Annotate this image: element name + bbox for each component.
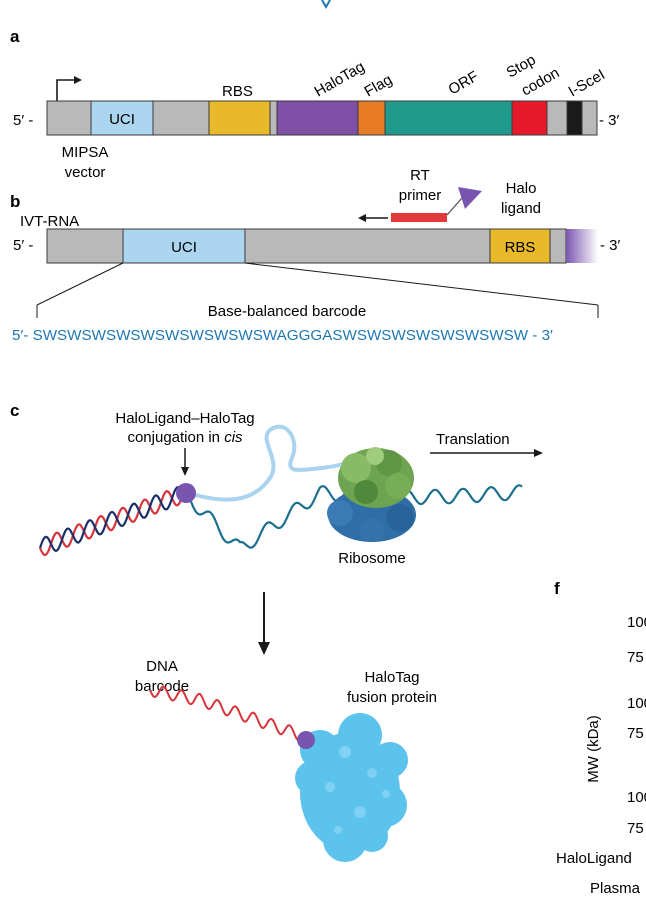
five-prime-a: 5′ - — [13, 112, 33, 129]
top-crop-remnant — [321, 0, 331, 10]
barcode-title: Base-balanced barcode — [208, 303, 366, 320]
segment-gray-4 — [546, 100, 568, 136]
segment-rbs-a — [208, 100, 271, 136]
segment-gray-3 — [269, 100, 278, 136]
segment-halotag — [276, 100, 359, 136]
rna-gray-2 — [244, 228, 491, 264]
segment-orf — [384, 100, 513, 136]
ivt-rna-label: IVT-RNA — [20, 213, 79, 230]
row-label-plasma: Plasma — [590, 880, 641, 897]
panel-a-letter: a — [10, 27, 20, 46]
panel-b-letter: b — [10, 192, 20, 211]
mw-tick-75-3: 75 — [627, 820, 644, 837]
conjugation-label-2: conjugation in cis — [127, 429, 243, 446]
ribosome-label: Ribosome — [338, 550, 406, 567]
translation-label: Translation — [436, 431, 510, 448]
halo-ligand-tag-icon — [176, 483, 196, 503]
conjugation-label-2-main: conjugation in — [127, 429, 220, 446]
conjugated-ligand-icon — [297, 731, 315, 749]
protein-texture — [325, 746, 390, 834]
halotag-fusion-protein-icon — [295, 713, 408, 862]
mw-tick-75-2: 75 — [627, 725, 644, 742]
promoter-arrowhead-icon — [74, 76, 82, 84]
three-prime-b: - 3′ — [600, 237, 621, 254]
rna-rbs — [489, 228, 551, 264]
nascent-peptide — [190, 424, 362, 502]
dna-strand-navy — [38, 485, 183, 553]
vector-label-2: vector — [65, 164, 106, 181]
dna-double-helix — [38, 485, 184, 557]
mw-axis-label: MW (kDa) — [585, 715, 602, 783]
rbs-label-b: RBS — [505, 239, 536, 256]
rt-primer-bar — [391, 213, 447, 222]
dna-barcode-strand — [149, 685, 303, 742]
segment-isce — [566, 100, 583, 136]
process-arrowhead-icon — [258, 642, 270, 655]
barcode-sequence: 5′- SWSWSWSWSWSWSWSWSWSWAGGGASWSWSWSWSWS… — [12, 327, 553, 344]
conjugation-label-cis: cis — [224, 429, 243, 446]
rt-primer-label-1: RT — [410, 167, 430, 184]
rt-primer-label-2: primer — [399, 187, 442, 204]
orf-label: ORF — [446, 68, 482, 99]
translation-arrowhead-icon — [534, 449, 543, 457]
promoter-arrow-icon — [56, 79, 78, 101]
fusion-protein-label-2: fusion protein — [347, 689, 437, 706]
rna-gray-3 — [549, 228, 567, 264]
panel-f-letter: f — [554, 579, 560, 598]
isce-label: I-SceI — [566, 66, 608, 100]
halotag-label: HaloTag — [312, 58, 368, 100]
mw-tick-100-2: 100 — [627, 695, 646, 712]
ribosome-icon — [327, 447, 416, 542]
rna-bar — [46, 228, 567, 264]
segment-flag — [357, 100, 386, 136]
row-label-haloligand: HaloLigand — [556, 850, 632, 867]
halo-ligand-triangle-icon — [458, 187, 482, 209]
halo-ligand-label-2: ligand — [501, 200, 541, 217]
segment-stop — [511, 100, 548, 136]
uci-label-b: UCI — [171, 239, 197, 256]
segment-gray-5 — [581, 100, 598, 136]
three-prime-a: - 3′ — [599, 112, 620, 129]
segment-gray-1 — [46, 100, 92, 136]
vector-label-1: MIPSA — [62, 144, 109, 161]
conjugation-label-1: HaloLigand–HaloTag — [115, 410, 254, 427]
five-prime-b: 5′ - — [13, 237, 33, 254]
mw-tick-75-1: 75 — [627, 649, 644, 666]
rt-direction-arrowhead-icon — [358, 214, 366, 222]
segment-gray-2 — [152, 100, 210, 136]
uci-label-a: UCI — [109, 111, 135, 128]
mw-tick-100-3: 100 — [627, 789, 646, 806]
fusion-protein-label-1: HaloTag — [364, 669, 419, 686]
zoom-line-right — [244, 262, 599, 306]
mw-tick-100-1: 100 — [627, 614, 646, 631]
segment-uci-a — [90, 100, 154, 136]
dna-strand-red — [38, 490, 184, 557]
rbs-label: RBS — [222, 83, 253, 100]
rna-uci — [122, 228, 246, 264]
panel-c-letter: c — [10, 401, 19, 420]
zoom-line-left — [36, 262, 124, 306]
conjugation-arrowhead-icon — [181, 467, 189, 476]
rna-tail-fade — [566, 229, 598, 263]
halo-ligand-label-1: Halo — [506, 180, 537, 197]
rna-gray-1 — [46, 228, 124, 264]
ligand-linker — [446, 197, 463, 216]
vector-bar — [46, 100, 598, 136]
flag-label: Flag — [362, 71, 396, 100]
dna-barcode-label-1: DNA — [146, 658, 178, 675]
